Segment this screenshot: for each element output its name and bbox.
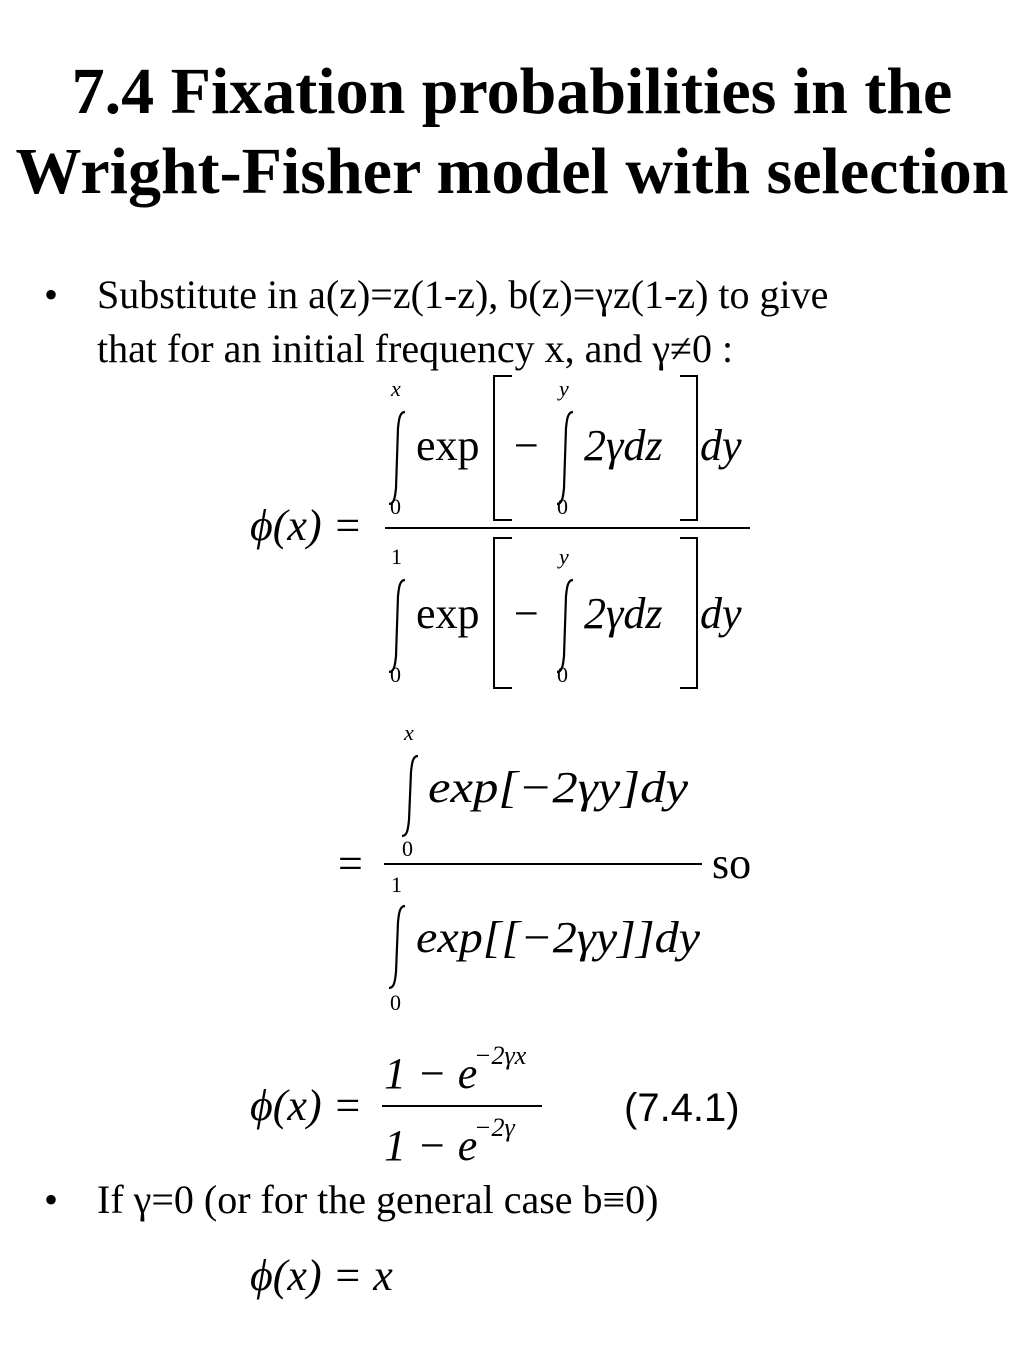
equation-1: ϕ(x) = x 0 exp − y 0 2γdz dy 1 0 exp − y… [250,375,750,689]
equation-4: ϕ(x) = x [250,1251,393,1300]
eq1-num-lower-outer: 0 [390,494,401,519]
eq3-den-exponent: −2γ [474,1113,516,1142]
bullet-1-line-2: that for an initial frequency x, and γ≠0… [97,326,734,371]
eq1-den-lower-outer: 0 [390,662,401,687]
eq1-den-inner-integral-sign [556,578,574,674]
eq1-num-minus: − [514,421,539,470]
eq2-denominator: 1 0 exp[[−2γy]]dy [388,872,701,1015]
eq2-num-integral-sign [401,754,419,838]
bullet-1-line-1: Substitute in a(z)=z(1-z), b(z)=γz(1-z) … [97,272,829,317]
eq1-den-right-bracket [680,537,698,689]
eq3-num-base: 1 − e [384,1049,477,1098]
eq1-num-inner-integral-sign [556,410,574,506]
eq1-num-left-bracket [493,375,512,521]
eq1-lhs: ϕ(x) = [250,501,362,550]
eq1-num-upper-outer: x [390,376,401,401]
slide-title: 7.4 Fixation probabilities in the Wright… [0,52,1024,212]
eq2-so: so [712,839,751,888]
bullet-2-text: If γ=0 (or for the general case b≡0) [97,1177,659,1222]
eq3-den-base: 1 − e [384,1121,477,1170]
eq1-num-lower-inner: 0 [557,494,568,519]
eq4-text: ϕ(x) = x [250,1251,393,1300]
eq2-num-body: exp[−2γy]dy [428,763,689,812]
equation-3: ϕ(x) = 1 − e −2γx 1 − e −2γ [250,1041,542,1170]
eq2-den-body: exp[[−2γy]]dy [416,913,701,962]
eq3-lhs: ϕ(x) = [250,1081,362,1130]
eq2-den-integral-sign [388,904,406,990]
eq1-den-upper-inner: y [557,544,569,569]
eq1-num-right-bracket [680,375,698,521]
title-line-2: Wright-Fisher model with selection [15,135,1009,208]
eq1-den-lower-inner: 0 [557,662,568,687]
eq1-den-upper-outer: 1 [391,544,402,569]
eq2-den-lower: 0 [390,990,401,1015]
eq2-num-upper: x [403,720,414,745]
eq2-den-upper: 1 [391,872,402,897]
eq1-den-exp: exp [416,589,480,638]
eq2-equals: = [338,839,363,888]
eq1-den-dy: dy [700,589,742,638]
eq1-num-dy: dy [700,421,742,470]
bullet-marker-2: • [44,1177,59,1222]
title-line-1: 7.4 Fixation probabilities in the [71,55,953,128]
eq3-num-exponent: −2γx [474,1041,527,1070]
eq2-numerator: x 0 exp[−2γy]dy [401,720,689,861]
eq1-num-integral-sign [388,410,406,506]
eq1-num-upper-inner: y [557,376,569,401]
eq1-numerator: x 0 exp − y 0 2γdz dy [388,375,742,521]
eq1-num-integrand: 2γdz [584,421,662,470]
eq1-den-minus: − [514,589,539,638]
eq1-num-exp: exp [416,421,480,470]
equation-2: = x 0 exp[−2γy]dy so 1 0 exp[[−2γy]]dy [338,720,751,1015]
eq2-num-lower: 0 [402,836,413,861]
eq1-den-integrand: 2γdz [584,589,662,638]
bullet-marker-1: • [44,272,59,317]
eq1-den-left-bracket [493,537,512,689]
equation-number: (7.4.1) [624,1086,740,1130]
eq1-den-integral-sign [388,578,406,674]
eq1-denominator: 1 0 exp − y 0 2γdz dy [388,537,742,689]
